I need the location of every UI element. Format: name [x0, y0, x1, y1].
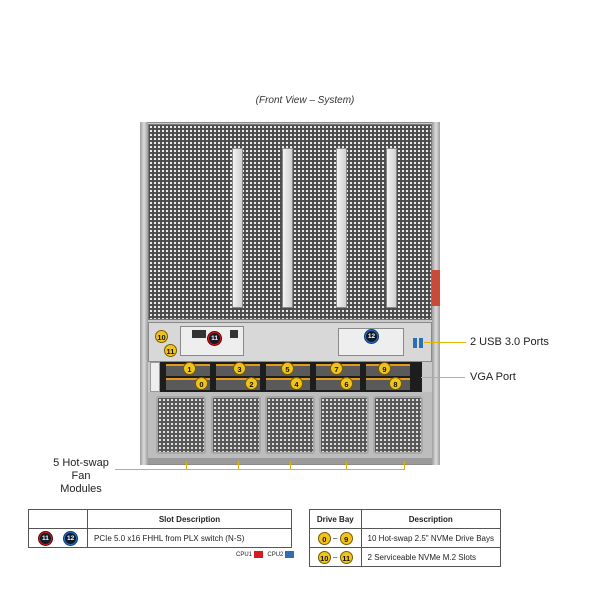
m2-range-start: 10 — [317, 550, 331, 564]
drive-table-header-bay: Drive Bay — [309, 509, 362, 529]
slot-table-header: Slot Description — [87, 509, 292, 529]
fan-callout-label: 5 Hot-swap Fan Modules — [50, 457, 112, 496]
slot-number: 11 — [39, 532, 51, 544]
vga-callout-label: VGA Port — [470, 371, 516, 383]
drive-range-cell: 0 – 9 — [309, 528, 362, 548]
fan-module — [156, 396, 206, 454]
cpu-legend: CPU1 CPU2 — [236, 551, 295, 559]
pcie-slot-badge-11: 11 — [207, 331, 222, 346]
fan-module — [373, 396, 423, 454]
cpu1-swatch — [253, 551, 263, 558]
bay-badge-4: 4 — [290, 377, 303, 390]
drive-bay-tray — [266, 378, 310, 390]
handle-label — [432, 270, 440, 306]
bay-badge-6: 6 — [340, 377, 353, 390]
lan-port — [192, 330, 206, 338]
bay-badge-3: 3 — [233, 362, 246, 375]
cpu2-swatch — [285, 551, 295, 558]
slot-table-description: PCIe 5.0 x16 FHHL from PLX switch (N-S) — [87, 528, 292, 548]
m2-badge-10: 10 — [155, 330, 168, 343]
fan-callout-line2: Fan Modules — [60, 470, 102, 495]
fan-callout-tick — [186, 461, 187, 469]
fan-callout-tick — [404, 461, 405, 469]
drive-range-dash: – — [333, 533, 338, 543]
fan-module — [211, 396, 261, 454]
drive-table-header-description: Description — [360, 509, 502, 529]
drive-range-start: 0 — [317, 531, 331, 545]
drive-range-end: 9 — [339, 531, 353, 545]
slot-red-badge: 11 — [37, 530, 53, 546]
drive-bay-tray — [316, 378, 360, 390]
pcie-slot-number: 11 — [209, 333, 220, 344]
fan-callout-tick — [238, 461, 239, 469]
m2-range-dash: – — [333, 552, 338, 562]
view-caption: (Front View – System) — [255, 95, 355, 106]
pcie-slot-badge-12: 12 — [364, 329, 379, 344]
fan-callout-line — [115, 469, 405, 470]
fan-module — [319, 396, 369, 454]
slot-description-table: Slot Description 11 12 PCIe 5.0 x16 FHHL… — [28, 509, 292, 548]
m2-badge-11: 11 — [164, 344, 177, 357]
fan-module — [265, 396, 315, 454]
gpu-retention-bar — [336, 148, 347, 308]
slot-table-corner — [28, 509, 88, 529]
usb-callout-label: 2 USB 3.0 Ports — [470, 336, 549, 348]
bay-badge-5: 5 — [281, 362, 294, 375]
control-panel — [150, 362, 160, 392]
bay-badge-9: 9 — [378, 362, 391, 375]
m2-range-end: 11 — [339, 550, 353, 564]
pcie-slot-number: 12 — [366, 331, 377, 342]
gpu-retention-bar — [232, 148, 243, 308]
bay-badge-7: 7 — [330, 362, 343, 375]
gpu-retention-bar — [282, 148, 293, 308]
cpu2-label: CPU2 — [267, 552, 284, 559]
usb-callout-line — [424, 342, 466, 343]
usb-port — [419, 338, 423, 348]
slot-blue-badge: 12 — [63, 530, 79, 546]
bmc-port — [230, 330, 238, 338]
bay-badge-0: 0 — [195, 377, 208, 390]
m2-row-description: 2 Serviceable NVMe M.2 Slots — [360, 547, 502, 567]
gpu-retention-bar — [386, 148, 397, 308]
fan-callout-tick — [346, 461, 347, 469]
usb-port — [413, 338, 417, 348]
vga-callout-line — [421, 377, 465, 378]
bay-badge-2: 2 — [245, 377, 258, 390]
drive-bay-tray — [366, 378, 410, 390]
bay-badge-1: 1 — [183, 362, 196, 375]
cpu1-label: CPU1 — [236, 552, 253, 559]
bay-badge-8: 8 — [389, 377, 402, 390]
fan-callout-line1: 5 Hot-swap — [53, 457, 109, 469]
m2-range-cell: 10 – 11 — [309, 547, 362, 567]
slot-number: 12 — [65, 532, 77, 544]
drive-bay-table: Drive Bay Description 0 – 9 10 Hot-swap … — [309, 509, 502, 567]
slot-table-badges: 11 12 — [28, 528, 88, 548]
left-rack-ear — [140, 122, 148, 465]
drive-row-description: 10 Hot-swap 2.5" NVMe Drive Bays — [360, 528, 502, 548]
fan-callout-tick — [290, 461, 291, 469]
